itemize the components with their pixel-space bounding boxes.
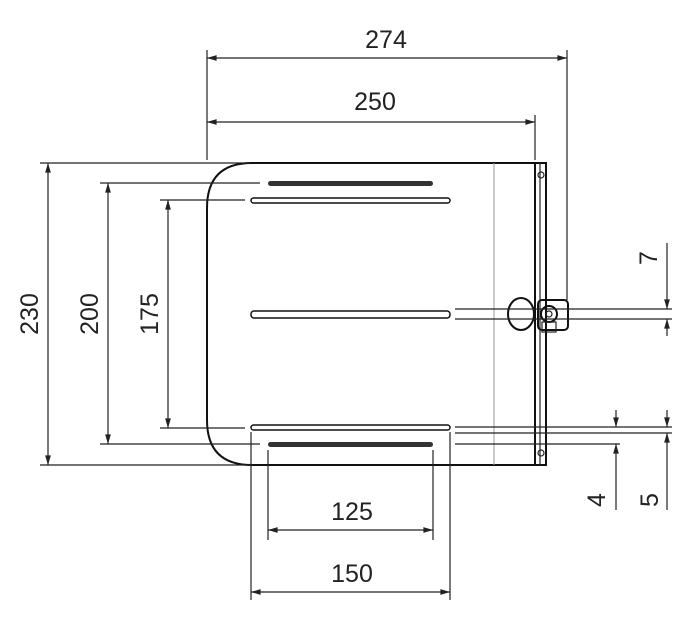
slot-top-short: [268, 181, 433, 186]
dim-overall-height: 230: [16, 293, 44, 335]
extension-lines: [40, 50, 672, 600]
dim-inner-slot-span: 175: [136, 293, 164, 335]
dim-slot-offset: 5: [636, 493, 664, 507]
slots: [250, 181, 451, 447]
slot-bottom-short: [268, 442, 433, 447]
slot-top-long: [250, 197, 451, 204]
dim-outer-slot-span: 200: [76, 293, 104, 335]
dim-short-slot-length: 125: [331, 498, 373, 526]
dim-long-slot-length: 150: [331, 560, 373, 588]
knob: [507, 297, 535, 331]
board-outline: [206, 162, 547, 466]
dim-board-width: 250: [354, 88, 396, 116]
dimension-lines: [45, 55, 670, 595]
slot-bottom-long: [250, 424, 451, 431]
dim-slot-gap: 4: [583, 493, 611, 507]
dim-lock-offset: 7: [635, 251, 663, 265]
lock: [537, 299, 569, 333]
dim-overall-width: 274: [365, 26, 407, 54]
slot-middle: [250, 310, 451, 319]
